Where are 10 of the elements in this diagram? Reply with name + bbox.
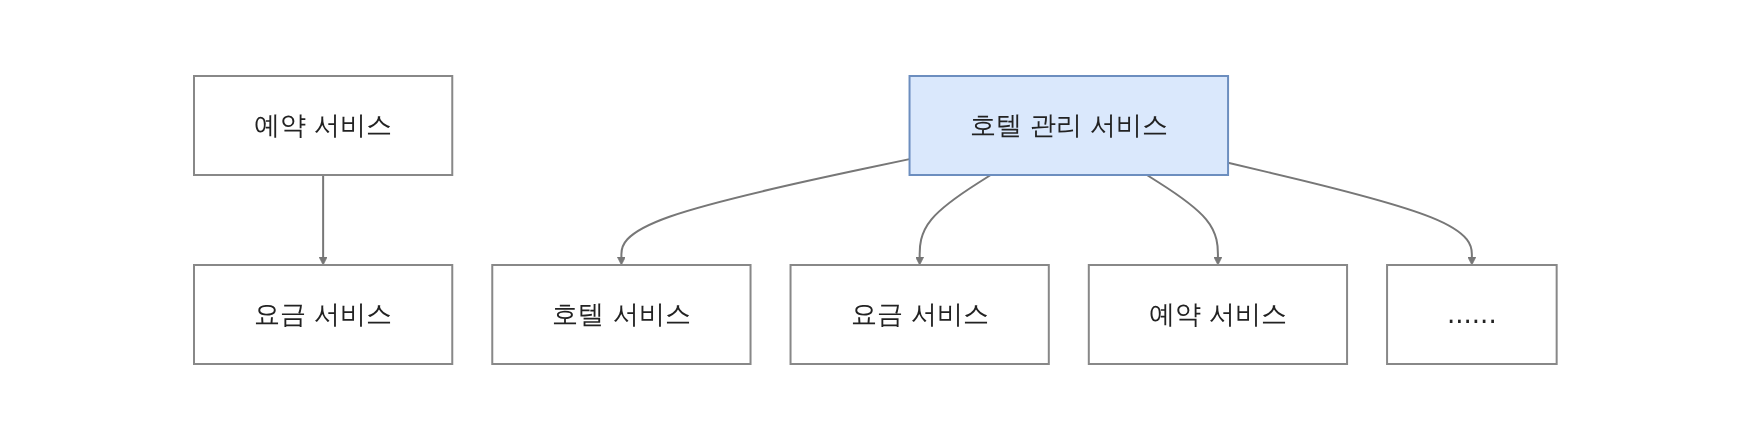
node-box: 예약 서비스 <box>1087 264 1348 365</box>
arrow <box>318 174 328 266</box>
arrow <box>914 174 992 266</box>
node-box: 요금 서비스 <box>789 264 1050 365</box>
node-box: ...... <box>1385 264 1558 365</box>
node-box: 호텔 서비스 <box>490 264 752 365</box>
arrow <box>1145 174 1222 266</box>
node-box: 요금 서비스 <box>192 264 453 365</box>
node-box: 호텔 관리 서비스 <box>908 75 1229 176</box>
node-box: 예약 서비스 <box>192 75 453 176</box>
